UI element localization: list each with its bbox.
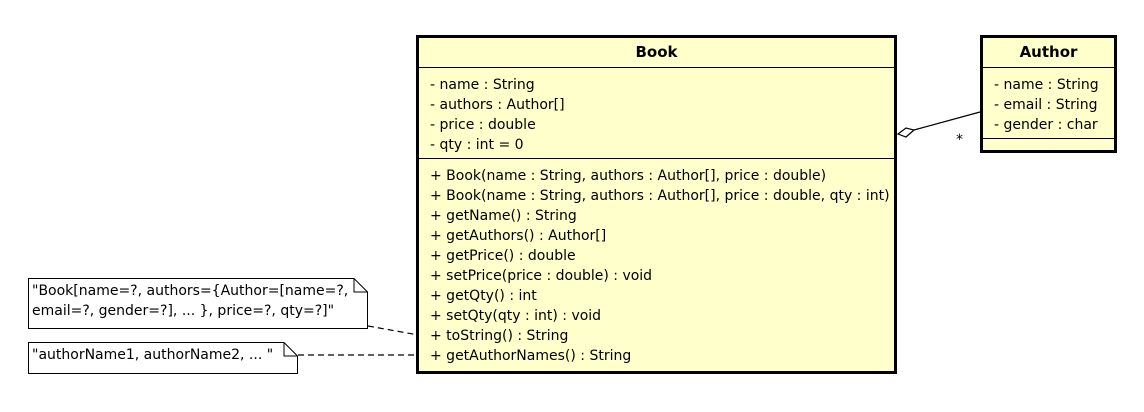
aggregation-diamond bbox=[896, 127, 916, 138]
book-operation: + setQty(qty : int) : void bbox=[430, 308, 602, 324]
author-attributes: - name : String - email : String - gende… bbox=[983, 68, 1114, 139]
book-class-name: Book bbox=[419, 38, 894, 68]
author-attribute: - name : String bbox=[994, 77, 1099, 93]
book-operation: + getPrice() : double bbox=[430, 248, 576, 264]
book-operation: + getAuthorNames() : String bbox=[430, 348, 632, 364]
book-operation: + Book(name : String, authors : Author[]… bbox=[430, 168, 827, 184]
book-class[interactable]: Book - name : String - authors : Author[… bbox=[416, 35, 897, 374]
tostring-note[interactable]: "Book[name=?, authors={Author=[name=?, e… bbox=[28, 278, 368, 329]
aggregation-line bbox=[913, 111, 981, 131]
book-attribute: - name : String bbox=[430, 77, 535, 93]
book-operation: + Book(name : String, authors : Author[]… bbox=[430, 188, 890, 204]
book-operations: + Book(name : String, authors : Author[]… bbox=[419, 159, 894, 366]
tostring-note-line: "Book[name=?, authors={Author=[name=?, bbox=[32, 283, 349, 299]
author-operations bbox=[983, 139, 1114, 151]
book-operation: + setPrice(price : double) : void bbox=[430, 268, 653, 284]
author-attribute: - email : String bbox=[994, 97, 1098, 113]
book-attributes: - name : String - authors : Author[] - p… bbox=[419, 68, 894, 159]
book-operation: + toString() : String bbox=[430, 328, 569, 344]
authornames-note-line: "authorName1, authorName2, ... " bbox=[32, 347, 274, 363]
authornames-note[interactable]: "authorName1, authorName2, ... " bbox=[28, 342, 298, 374]
book-attribute: - qty : int = 0 bbox=[430, 137, 524, 153]
book-attribute: - authors : Author[] bbox=[430, 97, 565, 113]
book-attribute: - price : double bbox=[430, 117, 536, 133]
book-operation: + getName() : String bbox=[430, 208, 577, 224]
tostring-note-line: email=?, gender=?], ... }, price=?, qty=… bbox=[32, 303, 335, 319]
author-class-name: Author bbox=[983, 38, 1114, 68]
book-operation: + getAuthors() : Author[] bbox=[430, 228, 607, 244]
book-operation: + getQty() : int bbox=[430, 288, 537, 304]
author-class[interactable]: Author - name : String - email : String … bbox=[980, 35, 1117, 153]
association-multiplicity: * bbox=[956, 132, 963, 148]
author-attribute: - gender : char bbox=[994, 117, 1098, 133]
